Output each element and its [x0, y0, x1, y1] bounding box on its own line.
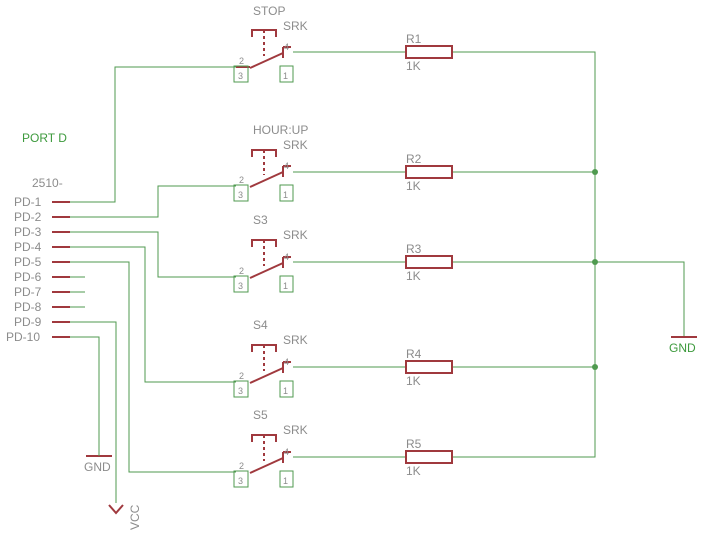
pin-pd-9: PD-9 [14, 315, 70, 329]
switch-s5: S5 SRK 2 3 4 1 [233, 408, 406, 488]
svg-text:1: 1 [283, 71, 288, 81]
svg-text:2: 2 [239, 461, 244, 471]
resistor-r4: R4 1K [405, 347, 453, 388]
svg-text:3: 3 [238, 386, 243, 396]
svg-text:PD-5: PD-5 [14, 255, 42, 269]
net-resistor-bus [453, 51, 596, 458]
switch-value: SRK [283, 423, 308, 437]
svg-text:PD-8: PD-8 [14, 300, 42, 314]
svg-text:3: 3 [238, 190, 243, 200]
svg-text:4: 4 [284, 252, 289, 262]
net-pd-2 [70, 185, 236, 218]
net-pd-4 [70, 246, 236, 383]
switch-name: HOUR:UP [253, 123, 308, 137]
svg-text:PD-4: PD-4 [14, 240, 42, 254]
resistor-value: 1K [406, 59, 421, 73]
svg-text:PD-9: PD-9 [14, 315, 42, 329]
svg-text:1: 1 [283, 190, 288, 200]
svg-text:1: 1 [283, 281, 288, 291]
connector-pins: PD-1 PD-2 PD-3 PD-4 PD-5 PD-6 PD-7 [6, 195, 85, 344]
resistor-value: 1K [406, 269, 421, 283]
switch-value: SRK [283, 228, 308, 242]
svg-text:4: 4 [284, 357, 289, 367]
resistor-r3: R3 1K [405, 242, 453, 283]
resistor-value: 1K [406, 464, 421, 478]
switch-stop: STOP SRK 2 3 4 1 [233, 4, 406, 83]
svg-text:PD-2: PD-2 [14, 210, 42, 224]
switch-value: SRK [283, 138, 308, 152]
switch-name: S4 [253, 318, 268, 332]
svg-text:3: 3 [238, 281, 243, 291]
resistor-name: R5 [406, 437, 422, 451]
svg-text:2: 2 [239, 56, 244, 66]
svg-text:PD-1: PD-1 [14, 195, 42, 209]
switch-value: SRK [283, 19, 308, 33]
resistor-r5: R5 1K [405, 437, 453, 478]
svg-text:1: 1 [283, 386, 288, 396]
resistor-name: R3 [406, 242, 422, 256]
svg-text:4: 4 [284, 42, 289, 52]
switch-s3: S3 SRK 2 3 4 1 [233, 213, 406, 293]
vcc-label: VCC [128, 504, 142, 530]
svg-text:4: 4 [284, 447, 289, 457]
gnd-symbol-left: GND [84, 446, 112, 474]
svg-text:2: 2 [239, 371, 244, 381]
gnd-symbol-right: GND [669, 336, 697, 355]
net-pd-3 [70, 231, 236, 278]
net-pd-9 [70, 321, 117, 503]
pin-pd-6: PD-6 [14, 270, 85, 284]
pin-pd-2: PD-2 [14, 210, 70, 224]
resistor-r2: R2 1K [405, 152, 453, 193]
svg-text:PD-3: PD-3 [14, 225, 42, 239]
svg-text:4: 4 [284, 161, 289, 171]
junction-dot [592, 169, 598, 175]
gnd-label: GND [669, 341, 696, 355]
resistor-name: R4 [406, 347, 422, 361]
switch-name: S3 [253, 213, 268, 227]
resistor-name: R2 [406, 152, 422, 166]
junction-dot [592, 364, 598, 370]
switch-value: SRK [283, 333, 308, 347]
switch-name: S5 [253, 408, 268, 422]
svg-text:2: 2 [239, 266, 244, 276]
svg-text:1: 1 [283, 476, 288, 486]
net-gnd [595, 261, 685, 337]
svg-text:PD-6: PD-6 [14, 270, 42, 284]
net-pd-1 [70, 66, 236, 203]
svg-text:PD-7: PD-7 [14, 285, 42, 299]
pin-pd-7: PD-7 [14, 285, 85, 299]
pin-pd-8: PD-8 [14, 300, 85, 314]
resistor-r1: R1 1K [405, 32, 453, 73]
net-pd-5 [70, 261, 236, 473]
connector-label: 2510- [32, 176, 63, 190]
vcc-symbol: VCC [108, 504, 142, 530]
switch-s4: S4 SRK 2 3 4 1 [233, 318, 406, 398]
net-pd-10 [70, 336, 100, 446]
pin-pd-3: PD-3 [14, 225, 70, 239]
pin-pd-4: PD-4 [14, 240, 70, 254]
pin-pd-5: PD-5 [14, 255, 70, 269]
gnd-label: GND [84, 460, 111, 474]
port-title: PORT D [22, 131, 67, 145]
junction-dot [592, 259, 598, 265]
svg-text:3: 3 [238, 71, 243, 81]
nets [70, 51, 685, 503]
pin-pd-10: PD-10 [6, 330, 70, 344]
svg-text:PD-10: PD-10 [6, 330, 40, 344]
pin-pd-1: PD-1 [14, 195, 70, 209]
resistor-value: 1K [406, 179, 421, 193]
svg-text:3: 3 [238, 476, 243, 486]
switch-name: STOP [253, 4, 285, 18]
resistor-value: 1K [406, 374, 421, 388]
switch-hour-up: HOUR:UP SRK 2 3 4 1 [233, 123, 406, 202]
svg-text:2: 2 [239, 175, 244, 185]
resistor-name: R1 [406, 32, 422, 46]
